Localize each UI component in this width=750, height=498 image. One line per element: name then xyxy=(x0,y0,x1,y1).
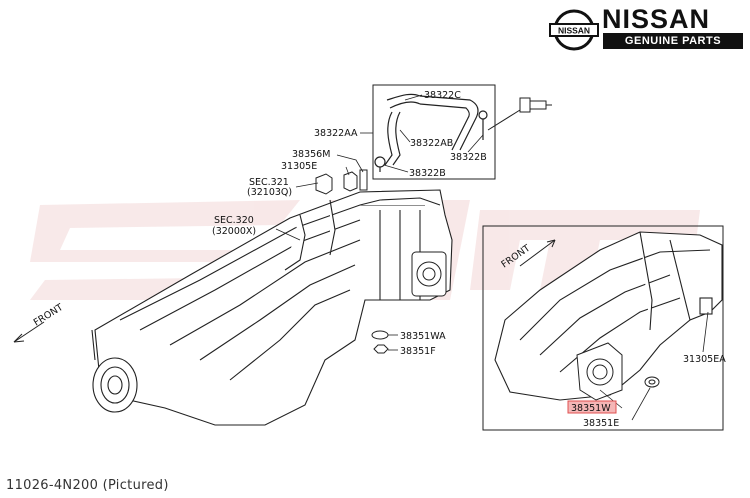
nissan-badge-icon: NISSAN xyxy=(549,9,599,51)
label-38356m: 38356M xyxy=(292,149,330,160)
brand-tagline: GENUINE PARTS xyxy=(603,33,743,49)
label-38322ab: 38322AB xyxy=(410,138,453,149)
brand-wordmark: NISSAN xyxy=(602,4,711,34)
detail-flange xyxy=(576,342,623,401)
output-flange xyxy=(411,251,447,297)
label-38322b-right: 38322B xyxy=(450,152,487,163)
breather-hose xyxy=(374,93,488,172)
label-front-left: FRONT xyxy=(32,302,66,329)
detail-inset-box xyxy=(482,225,724,431)
label-sec321: SEC.321 xyxy=(249,177,289,188)
transmission-main xyxy=(94,189,453,426)
label-38322c: 38322C xyxy=(424,90,461,101)
small-parts xyxy=(315,169,368,195)
front-arrow-inset xyxy=(519,239,556,267)
part-caption: 11026-4N200 (Pictured) xyxy=(6,478,169,493)
badge-text: NISSAN xyxy=(558,26,590,36)
label-38322aa: 38322AA xyxy=(314,128,358,139)
label-38351f: 38351F xyxy=(400,346,436,357)
label-38351w: 38351W xyxy=(571,403,611,414)
highlight-38351w xyxy=(567,400,617,414)
label-31305ea: 31305EA xyxy=(683,354,726,365)
leader-lines xyxy=(275,94,709,421)
detail-seal xyxy=(644,376,660,388)
label-38322b-bottom: 38322B xyxy=(409,168,446,179)
seals xyxy=(371,330,389,354)
front-arrow-left xyxy=(13,321,45,343)
label-32103q: (32103Q) xyxy=(247,187,292,198)
label-38351e: 38351E xyxy=(583,418,619,429)
label-31305e: 31305E xyxy=(281,161,317,172)
label-sec320: SEC.320 xyxy=(214,215,254,226)
input-nose xyxy=(91,329,138,413)
hose-inset-box xyxy=(372,84,496,180)
label-38351wa: 38351WA xyxy=(400,331,446,342)
breather-connector xyxy=(487,97,552,131)
transmission-detail xyxy=(494,231,723,401)
label-32000x: (32000X) xyxy=(212,226,256,237)
